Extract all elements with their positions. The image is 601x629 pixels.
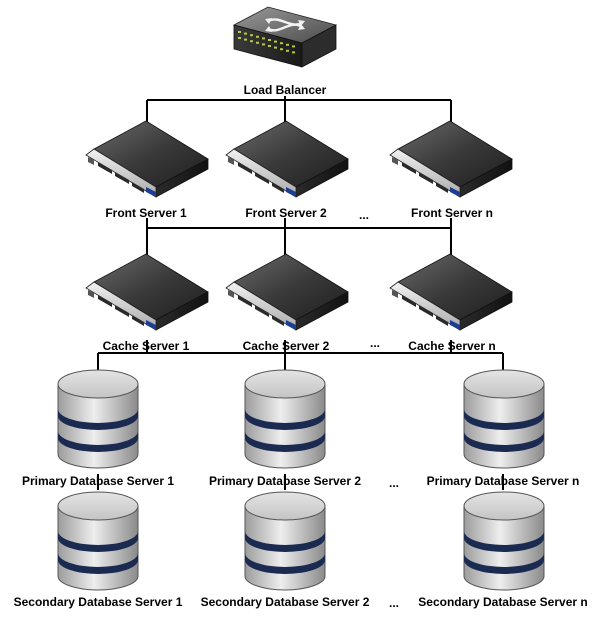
connectors: [97, 96, 504, 490]
secondary-db-n-icon: [463, 491, 545, 591]
cache-server-2-icon: [225, 253, 349, 331]
primary-db-2-icon: [244, 369, 326, 469]
cache-server-1-label: Cache Server 1: [103, 339, 190, 353]
load-balancer-icon: [232, 6, 338, 68]
front-server-1-icon: [85, 120, 209, 198]
cache-server-n-icon: [389, 253, 513, 331]
primary-db-1-label: Primary Database Server 1: [22, 474, 174, 488]
secondary-db-1-label: Secondary Database Server 1: [14, 595, 183, 609]
primary-db-ellipsis: ...: [389, 476, 399, 490]
secondary-db-1-icon: [57, 491, 139, 591]
primary-db-1-icon: [57, 369, 139, 469]
cache-server-n-label: Cache Server n: [408, 339, 495, 353]
front-server-n-icon: [389, 120, 513, 198]
load-balancer-label: Load Balancer: [244, 83, 327, 97]
front-server-2-icon: [225, 120, 349, 198]
front-server-2-label: Front Server 2: [245, 206, 327, 220]
front-server-ellipsis: ...: [359, 208, 369, 222]
primary-db-2-label: Primary Database Server 2: [209, 474, 361, 488]
secondary-db-n-label: Secondary Database Server n: [418, 595, 587, 609]
cache-server-1-icon: [85, 253, 209, 331]
front-server-n-label: Front Server n: [411, 206, 493, 220]
front-server-1-label: Front Server 1: [105, 206, 187, 220]
cache-server-ellipsis: ...: [370, 336, 380, 350]
primary-db-n-icon: [463, 369, 545, 469]
secondary-db-ellipsis: ...: [389, 596, 399, 610]
secondary-db-2-label: Secondary Database Server 2: [201, 595, 370, 609]
primary-db-n-label: Primary Database Server n: [427, 474, 580, 488]
secondary-db-2-icon: [244, 491, 326, 591]
cache-server-2-label: Cache Server 2: [243, 339, 330, 353]
